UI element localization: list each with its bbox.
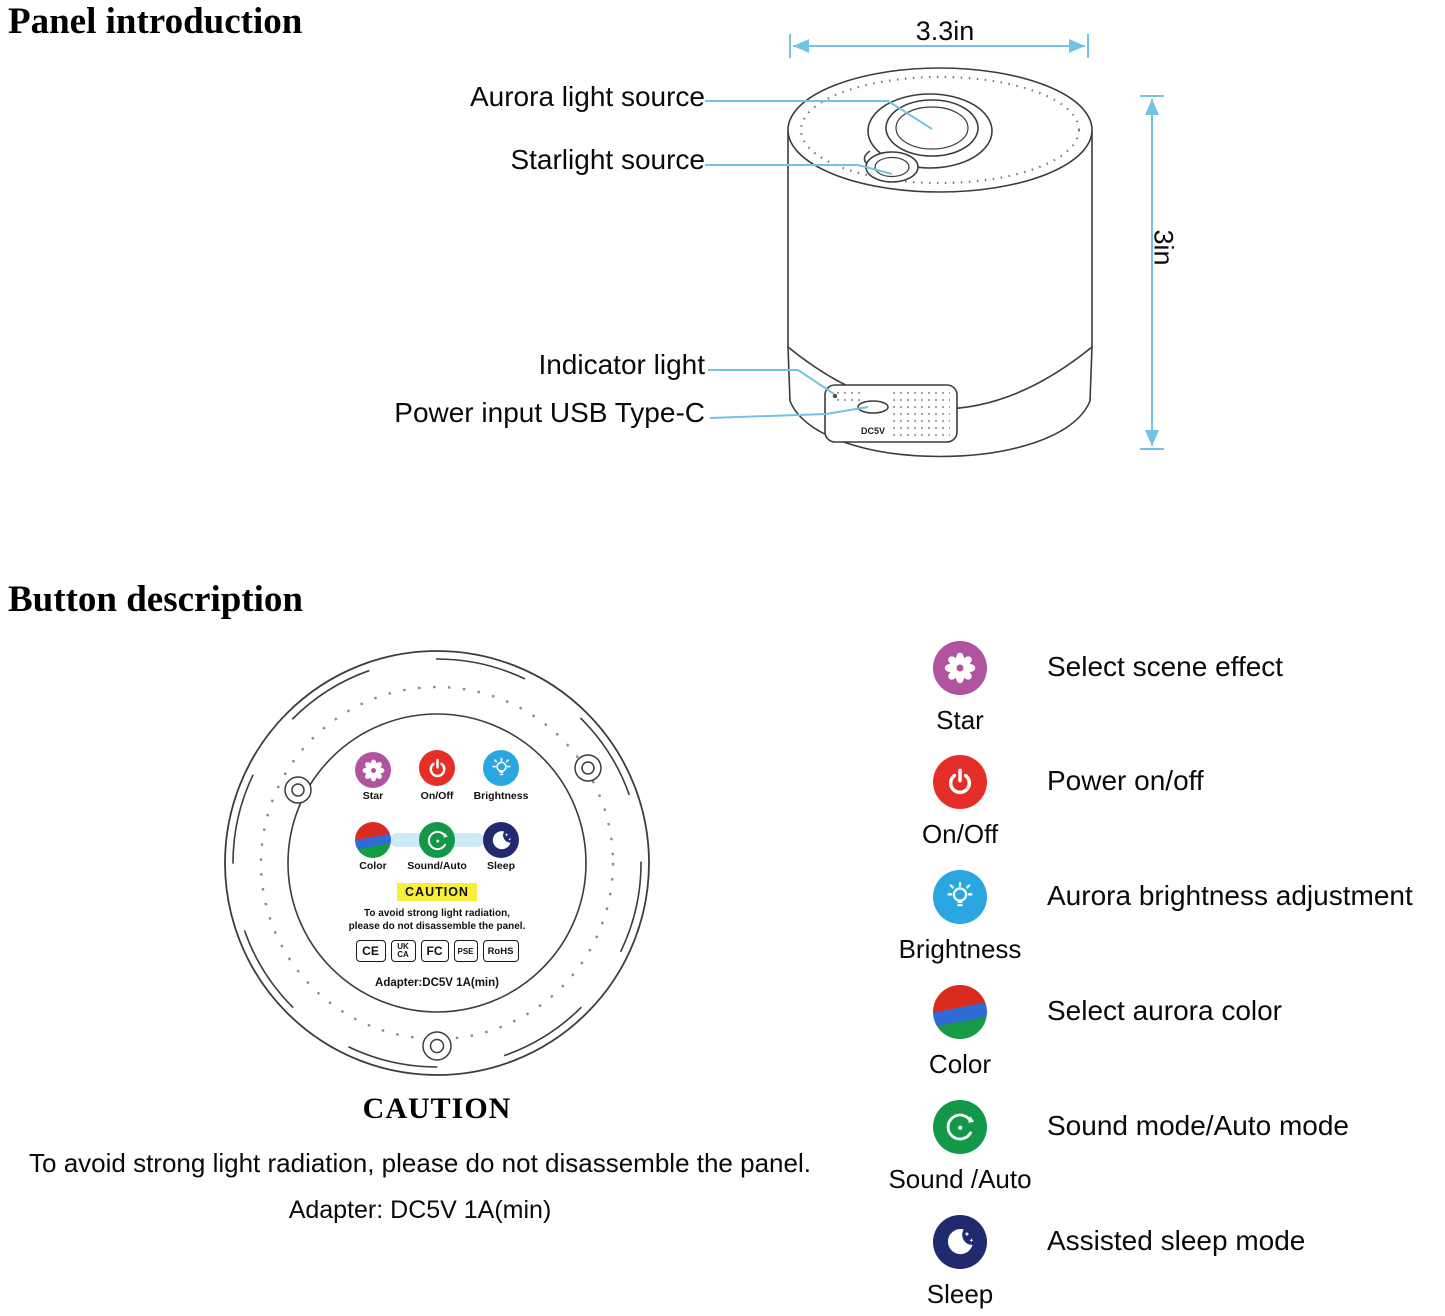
legend-sleep-label: Sleep xyxy=(926,1279,994,1309)
adapter-sentence: Adapter: DC5V 1A(min) xyxy=(288,1196,552,1224)
indicator-led xyxy=(832,393,838,399)
caution-heading: CAUTION xyxy=(362,1092,512,1125)
ukca-mark: UK CA xyxy=(390,940,416,962)
legend-sleep-icon xyxy=(933,1215,987,1269)
panel-caution-line-1: To avoid strong light radiation, xyxy=(364,908,510,919)
legend-sleep-desc: Assisted sleep mode xyxy=(1047,1225,1306,1256)
dimension-width-label: 3.3in xyxy=(915,16,975,46)
legend-star-desc: Select scene effect xyxy=(1047,651,1284,682)
rohs-mark: RoHS xyxy=(482,940,519,962)
sleep-button-icon xyxy=(483,822,519,858)
sound-auto-button-icon xyxy=(419,822,455,858)
port-label: DC5V xyxy=(861,426,885,436)
speaker-grille xyxy=(892,391,950,437)
panel-label-onoff: On/Off xyxy=(420,790,454,802)
legend-brightness-icon xyxy=(933,870,987,924)
legend-brightness-desc: Aurora brightness adjustment xyxy=(1047,880,1413,911)
panel-label-sound-auto: Sound/Auto xyxy=(407,860,467,872)
panel-label-star: Star xyxy=(362,790,384,802)
panel-introduction-heading: Panel introduction xyxy=(8,1,303,42)
label-indicator-light: Indicator light xyxy=(538,349,705,380)
label-aurora-light-source: Aurora light source xyxy=(469,81,705,112)
legend-power-icon xyxy=(933,755,987,809)
annotation-lines xyxy=(705,34,1164,450)
legend-power-desc: Power on/off xyxy=(1047,765,1204,796)
power-button-icon xyxy=(419,750,455,786)
dimension-height-label: 3in xyxy=(1148,229,1179,266)
legend-power-label: On/Off xyxy=(921,819,999,849)
brightness-button-icon xyxy=(483,750,519,786)
legend-sound-auto-desc: Sound mode/Auto mode xyxy=(1047,1110,1349,1141)
star-button-icon xyxy=(355,752,391,788)
panel-label-color: Color xyxy=(359,860,387,872)
legend-color-icon xyxy=(933,985,987,1039)
pse-mark: PSE xyxy=(453,940,478,962)
legend-color-desc: Select aurora color xyxy=(1047,995,1283,1026)
bottom-panel-content: Star On/Off Brightness Color Sound/Auto … xyxy=(218,648,656,1086)
panel-label-sleep: Sleep xyxy=(486,860,515,872)
ce-mark: CE xyxy=(355,940,386,962)
fcc-mark: FC xyxy=(420,940,449,962)
label-power-input: Power input USB Type-C xyxy=(394,397,705,428)
legend-brightness-label: Brightness xyxy=(898,934,1022,964)
vent-dots xyxy=(832,391,862,401)
color-button-icon xyxy=(355,822,391,858)
panel-caution-tag: CAUTION xyxy=(397,883,477,901)
legend-sound-auto-icon xyxy=(933,1100,987,1154)
panel-label-brightness: Brightness xyxy=(473,790,529,802)
device-illustration: DC5V xyxy=(787,67,1093,458)
button-description-heading: Button description xyxy=(8,579,304,620)
certification-marks: CE UK CA FC PSE RoHS xyxy=(287,940,587,962)
label-starlight-source: Starlight source xyxy=(510,144,705,175)
bottom-panel-illustration xyxy=(224,650,650,1076)
legend-color-label: Color xyxy=(928,1049,992,1079)
panel-caution-line-2: please do not disassemble the panel. xyxy=(348,921,526,932)
legend-sound-auto-label: Sound /Auto xyxy=(888,1164,1032,1194)
panel-adapter-text: Adapter:DC5V 1A(min) xyxy=(375,977,499,989)
legend-star-label: Star xyxy=(936,705,984,735)
caution-sentence: To avoid strong light radiation, please … xyxy=(29,1148,811,1178)
legend-star-icon xyxy=(933,641,987,695)
